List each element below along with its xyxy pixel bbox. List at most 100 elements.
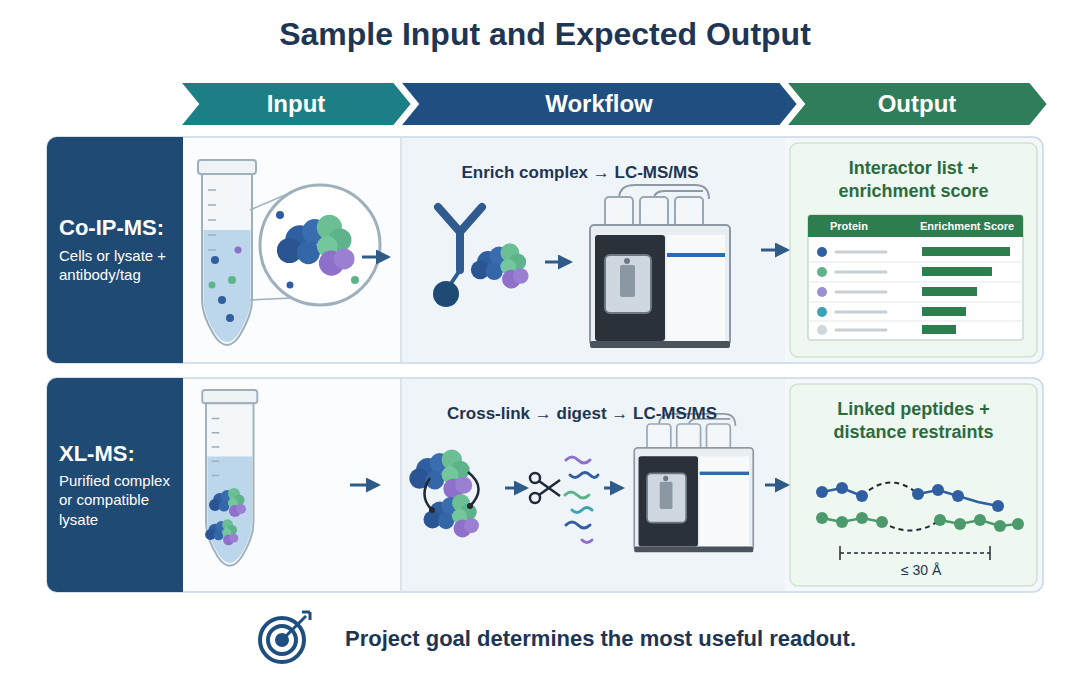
crosslinked-complex <box>424 472 478 510</box>
xlms-row <box>183 379 400 591</box>
chevron-shape <box>786 82 1048 126</box>
xlms-row <box>402 379 785 591</box>
workflow-panel: Enrich complex → LC-MS/MS <box>402 137 758 363</box>
interactor-table <box>836 329 886 332</box>
interactor-table <box>808 215 1023 340</box>
linked-peptides <box>856 512 868 524</box>
xlms-input-tube <box>209 488 246 517</box>
table-header-cell: Enrichment Score <box>920 215 1014 237</box>
result-table: Protein Enrichment Score <box>808 215 1023 340</box>
interactor-table <box>817 325 827 335</box>
coip-row <box>183 138 400 362</box>
crosslinked-complex <box>424 494 480 538</box>
interactor-table <box>922 247 1010 256</box>
xlms-input-tube <box>202 390 257 566</box>
distance-bracket <box>989 546 991 560</box>
coip-input-tube <box>287 282 294 289</box>
xlms-row <box>790 384 1037 586</box>
interactor-table <box>817 287 827 297</box>
node-text: Linked peptides + distance restraints <box>802 398 1025 443</box>
diagram-title: Sample Input and Expected Output <box>0 16 1090 53</box>
peptides <box>565 492 589 498</box>
crosslinked-complex <box>467 503 473 509</box>
mass-spectrometer <box>634 414 753 553</box>
target-icon <box>260 612 310 662</box>
target-icon <box>284 616 306 638</box>
table-header-cell: Protein <box>830 215 868 237</box>
coip-input-tube <box>351 276 359 284</box>
flow-arrow <box>350 484 378 487</box>
coip-input-tube <box>209 282 216 289</box>
coip-row <box>790 143 1037 357</box>
interactor-table <box>817 307 827 317</box>
linked-peptides <box>816 482 1004 512</box>
distance-bracket <box>839 546 841 560</box>
coip-input-tube <box>228 276 236 284</box>
node-text: Cross-link → digest → LC-MS/MS <box>410 404 754 424</box>
flow-arrow <box>545 261 570 264</box>
workflow-panel: Cross-link → digest → LC-MS/MS <box>402 378 762 592</box>
node-text: Enrich complex → LC-MS/MS <box>410 163 750 183</box>
coip-input-tube <box>218 296 226 304</box>
distance-label: ≤ 30 Å <box>898 562 944 578</box>
interactor-table <box>808 215 1023 340</box>
interactor-table <box>922 307 966 316</box>
output-panel: Linked peptides + distance restraints <box>790 384 1037 586</box>
coip-input-tube <box>250 298 292 300</box>
peptides <box>582 540 592 543</box>
distance-bracket <box>840 552 990 554</box>
peptides <box>570 473 598 478</box>
sample-description: Cells or lysate + antibody/tag <box>59 246 177 285</box>
linked-peptides <box>882 520 940 531</box>
interactor-table <box>836 311 886 314</box>
sample-description: Purified complex or compatible lysate <box>59 471 177 530</box>
target-icon <box>302 612 310 620</box>
coip-input-tube <box>198 160 380 345</box>
linked-peptides <box>992 500 1004 512</box>
xlms-row <box>47 378 1043 592</box>
linked-peptides <box>952 490 964 502</box>
linked-peptides <box>932 484 944 496</box>
step-name: Workflow <box>545 90 653 118</box>
interactor-table <box>808 282 1023 283</box>
peptides <box>566 457 590 463</box>
antibody-bead <box>433 281 459 307</box>
interactor-table <box>817 247 827 257</box>
coip-input-tube <box>260 185 380 305</box>
flow-arrow <box>505 487 526 490</box>
step-chevron: Workflow <box>400 82 798 126</box>
linked-peptides <box>816 482 1024 532</box>
interactor-table <box>836 252 886 330</box>
method-name: XL-MS: <box>59 441 177 467</box>
linked-peptides <box>912 488 924 500</box>
linked-peptides <box>836 482 848 494</box>
scissors <box>530 473 560 503</box>
step-name: Input <box>267 90 326 118</box>
peptides <box>566 522 590 528</box>
scissors <box>530 473 540 483</box>
crosslinked-complex <box>409 450 479 538</box>
coip-input-tube <box>276 211 284 219</box>
chevron-shape <box>180 82 412 126</box>
crosslinked-complex <box>429 507 435 513</box>
xlms-row <box>47 378 187 592</box>
coip-row <box>47 137 187 363</box>
antibody-bead <box>438 207 482 270</box>
xlms-input-tube <box>205 519 238 545</box>
interactor-table <box>922 267 992 276</box>
coip-input-tube <box>235 247 242 254</box>
step-chevron: Output <box>786 82 1048 126</box>
step-chevron: Input <box>180 82 412 126</box>
peptides <box>572 508 592 513</box>
coip-row <box>47 137 1043 363</box>
coip-input-tube <box>211 256 219 264</box>
linked-peptides <box>1012 518 1024 530</box>
scissors <box>539 480 560 496</box>
mass-spectrometer <box>590 185 730 348</box>
scissors <box>530 493 540 503</box>
linked-peptides <box>822 518 1018 526</box>
method-label-panel: Co-IP-MS:Cells or lysate + antibody/tag <box>47 137 183 363</box>
coip-input-tube <box>198 160 256 345</box>
linked-peptides <box>856 490 868 502</box>
